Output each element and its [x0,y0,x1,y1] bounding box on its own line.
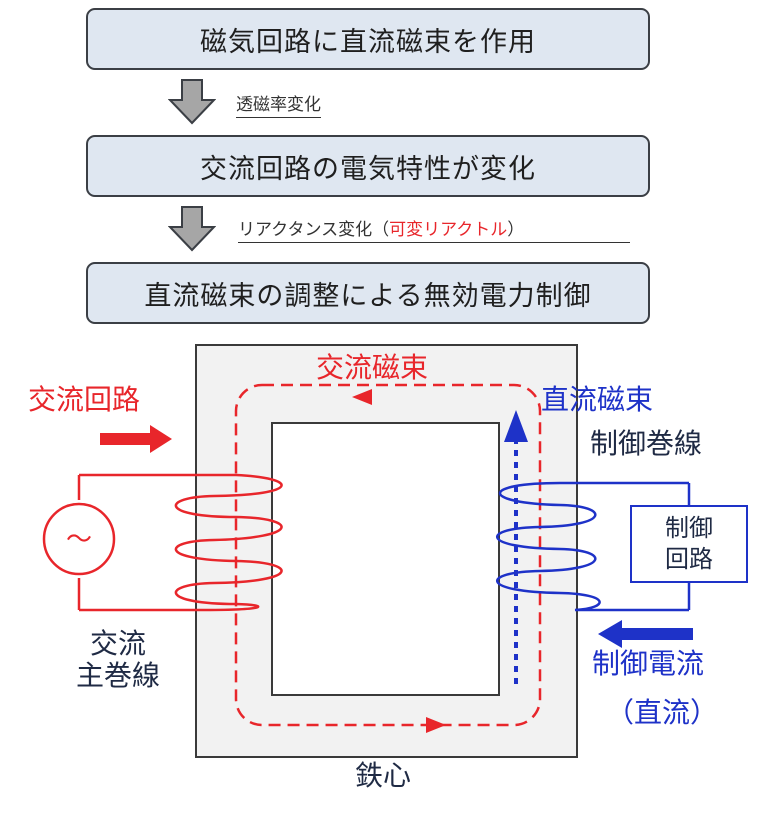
label-ac-main-line2: 主巻線 [76,659,161,693]
label-dc-flux: 直流磁束 [541,383,654,416]
label-ac-circuit: 交流回路 [28,383,141,416]
label-ac-main-winding: 交流 主巻線 [76,627,161,693]
ac-flux-arrow-top [352,389,372,405]
ac-flux-arrow-bottom [426,717,446,733]
ac-source-symbol: ～ [66,525,92,555]
ac-source-icon [42,502,116,576]
control-current-arrow [598,620,693,648]
flow-step-dc-flux-applied: 磁気回路に直流磁束を作用 [86,8,650,70]
note2-highlight: 可変リアクトル [389,220,508,240]
note-reactance-change: リアクタンス変化（可変リアクトル） [238,215,630,243]
label-dc-paren: （直流） [606,696,719,729]
ac-input-arrow [100,425,172,453]
flow-step-ac-characteristics-change: 交流回路の電気特性が変化 [86,135,650,197]
down-arrow-icon [168,79,216,125]
label-control-current: 制御電流 [592,647,705,680]
label-ac-main-line1: 交流 [90,627,147,660]
control-circuit-box: 制御 回路 [630,505,748,583]
dc-flux-arrowhead [504,410,528,442]
flow-step-2-text: 交流回路の電気特性が変化 [200,153,536,185]
control-circuit-line2: 回路 [665,545,713,573]
ac-main-winding [79,473,283,612]
ac-flux-path [234,383,542,727]
iron-core [195,344,578,758]
note-permeability-change: 透磁率変化 [236,90,321,118]
flow-step-3-text: 直流磁束の調整による無効電力制御 [144,280,592,312]
label-iron-core: 鉄心 [355,759,412,792]
control-winding [495,481,689,612]
note2-suffix: ） [507,220,525,240]
flow-step-reactive-power-control: 直流磁束の調整による無効電力制御 [86,262,650,324]
label-control-winding: 制御巻線 [590,427,703,460]
down-arrow-icon [168,206,216,252]
flow-step-1-text: 磁気回路に直流磁束を作用 [200,26,536,58]
control-circuit-line1: 制御 [665,513,713,542]
label-ac-flux: 交流磁束 [316,351,429,384]
note2-prefix: リアクタンス変化（ [238,220,390,240]
